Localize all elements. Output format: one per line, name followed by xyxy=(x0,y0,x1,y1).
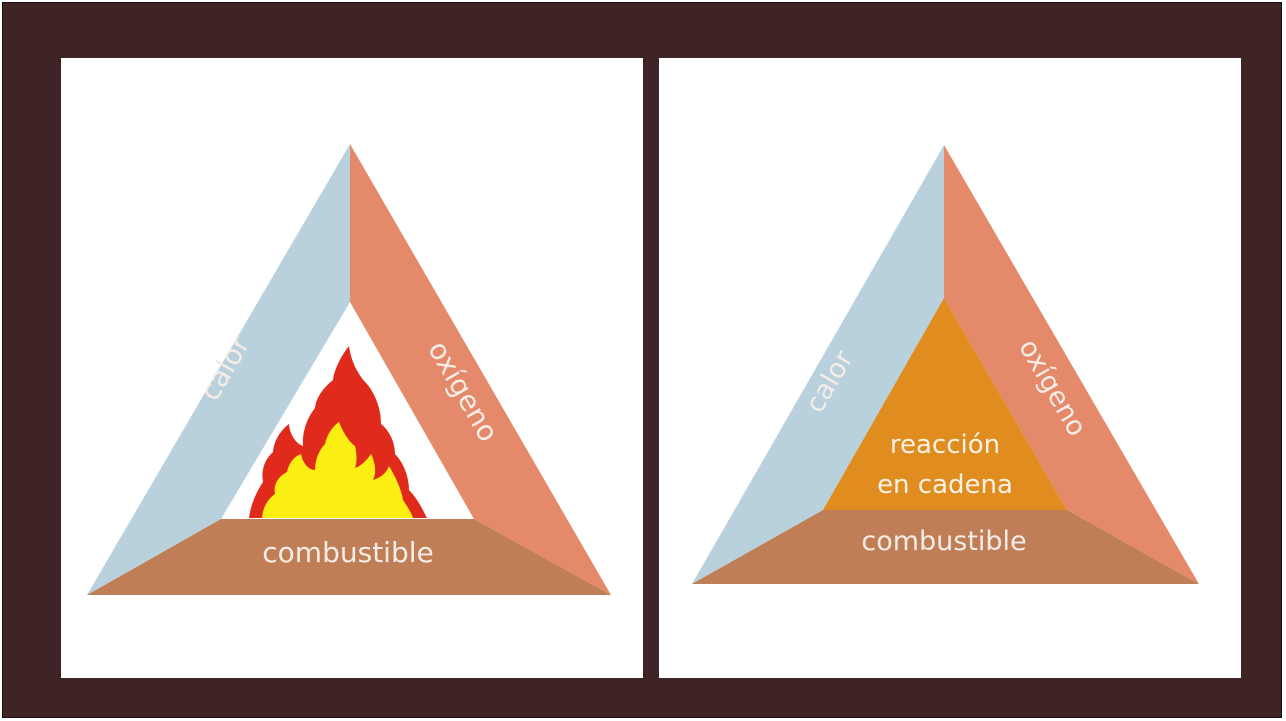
fire-tetrahedron-panel: calor oxígeno reacción en cadena combust… xyxy=(659,58,1241,678)
chain-reaction-label-line2: en cadena xyxy=(877,470,1013,500)
combustible-label: combustible xyxy=(861,526,1026,557)
fire-tetrahedron-diagram: calor oxígeno reacción en cadena combust… xyxy=(659,58,1241,678)
fire-triangle-diagram: calor oxígeno combustible xyxy=(61,58,643,678)
chain-reaction-label-line1: reacción xyxy=(890,430,1000,460)
combustible-label: combustible xyxy=(262,536,433,569)
fire-triangle-panel: calor oxígeno combustible xyxy=(61,58,643,678)
